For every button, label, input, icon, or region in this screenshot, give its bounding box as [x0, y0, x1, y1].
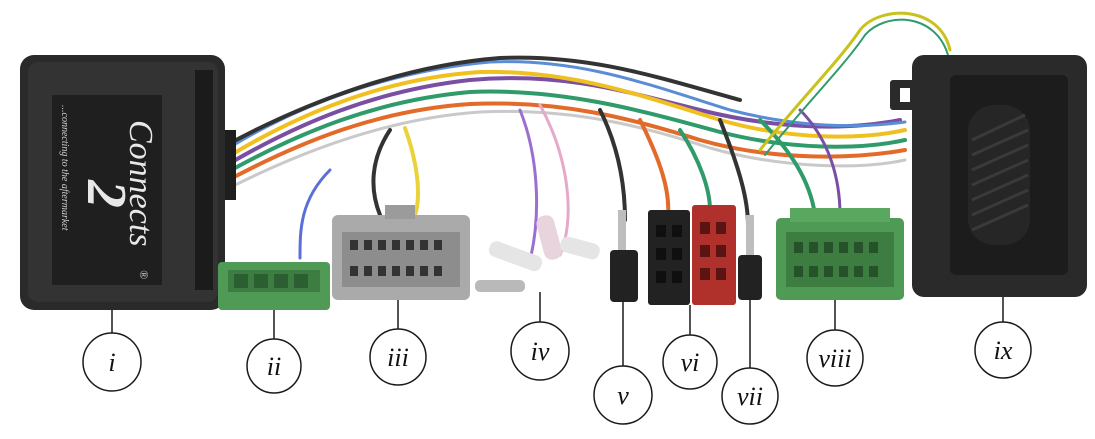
- callout-label-ix: ix: [994, 336, 1013, 365]
- callout-viii: viii: [806, 329, 864, 387]
- callout-vi: vi: [662, 334, 718, 390]
- bullet-terminals-iv: [475, 215, 600, 292]
- callout-ix: ix: [974, 321, 1032, 379]
- callout-label-vi: vi: [681, 348, 700, 377]
- connector-ii: [218, 262, 330, 310]
- jack-vii: [738, 215, 762, 300]
- callout-label-viii: viii: [818, 344, 851, 373]
- brand-tagline: ...connecting to the aftermarket: [59, 105, 70, 231]
- interface-box-i: Connects 2 ...connecting to the aftermar…: [20, 55, 236, 310]
- connector-viii: [776, 208, 904, 300]
- callout-label-ii: ii: [267, 352, 281, 381]
- iso-connectors-vi: [648, 205, 736, 305]
- callout-ii: ii: [246, 338, 302, 394]
- brand-logo: Connects: [122, 120, 159, 247]
- wire-bundle: [208, 11, 952, 262]
- callout-iii: iii: [369, 328, 427, 386]
- callout-label-iv: iv: [531, 337, 550, 366]
- callout-label-v: v: [617, 381, 629, 410]
- callout-label-i: i: [108, 348, 115, 377]
- brand-numeral: 2: [75, 179, 137, 208]
- interface-box-ix: [890, 55, 1087, 297]
- callout-label-iii: iii: [387, 343, 409, 372]
- jack-v: [610, 210, 638, 302]
- callout-leaders: [111, 292, 1004, 368]
- callout-iv: iv: [510, 321, 570, 381]
- callout-v: v: [593, 365, 653, 425]
- callout-i: i: [82, 332, 142, 392]
- connector-iii: [332, 205, 470, 300]
- registered-mark: ®: [137, 270, 151, 279]
- callout-label-vii: vii: [737, 382, 763, 411]
- callout-vii: vii: [721, 367, 779, 425]
